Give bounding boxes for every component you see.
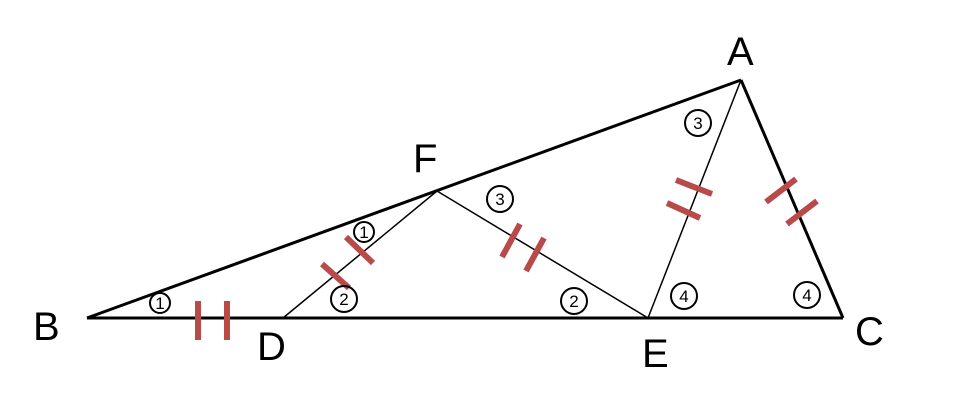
angle-mark-F-EFD: 3 — [486, 185, 514, 213]
segment-BA — [86, 78, 742, 320]
segment-EA — [647, 79, 742, 319]
tick-marks-AC — [764, 176, 819, 227]
tick-marks-EA — [665, 177, 714, 221]
angle-mark-E-AEC: 4 — [670, 282, 698, 310]
svg-text:3: 3 — [495, 190, 504, 209]
angle-mark-D: 2 — [330, 285, 358, 313]
point-label-E: E — [642, 332, 669, 376]
angle-mark-A: 3 — [684, 109, 712, 137]
svg-text:1: 1 — [359, 223, 368, 242]
segment-AC — [739, 79, 845, 319]
angle-mark-C: 4 — [793, 281, 821, 309]
svg-text:4: 4 — [679, 287, 688, 306]
angle-mark-E-FED: 2 — [560, 287, 588, 315]
tick-marks-BD — [195, 301, 230, 340]
svg-text:2: 2 — [569, 292, 578, 311]
svg-text:1: 1 — [155, 294, 164, 313]
svg-text:2: 2 — [339, 290, 348, 309]
point-label-C: C — [855, 310, 884, 354]
point-label-B: B — [33, 305, 60, 349]
angle-mark-B: 1 — [149, 292, 171, 314]
point-label-A: A — [727, 30, 754, 74]
point-label-F: F — [413, 137, 437, 181]
svg-text:3: 3 — [693, 114, 702, 133]
svg-text:4: 4 — [802, 286, 811, 305]
tick-marks-FE — [499, 222, 547, 273]
tick-marks-DF — [320, 234, 376, 291]
segment-FE — [436, 190, 649, 319]
point-label-D: D — [257, 325, 286, 369]
angle-mark-F-BFD: 1 — [353, 221, 375, 243]
